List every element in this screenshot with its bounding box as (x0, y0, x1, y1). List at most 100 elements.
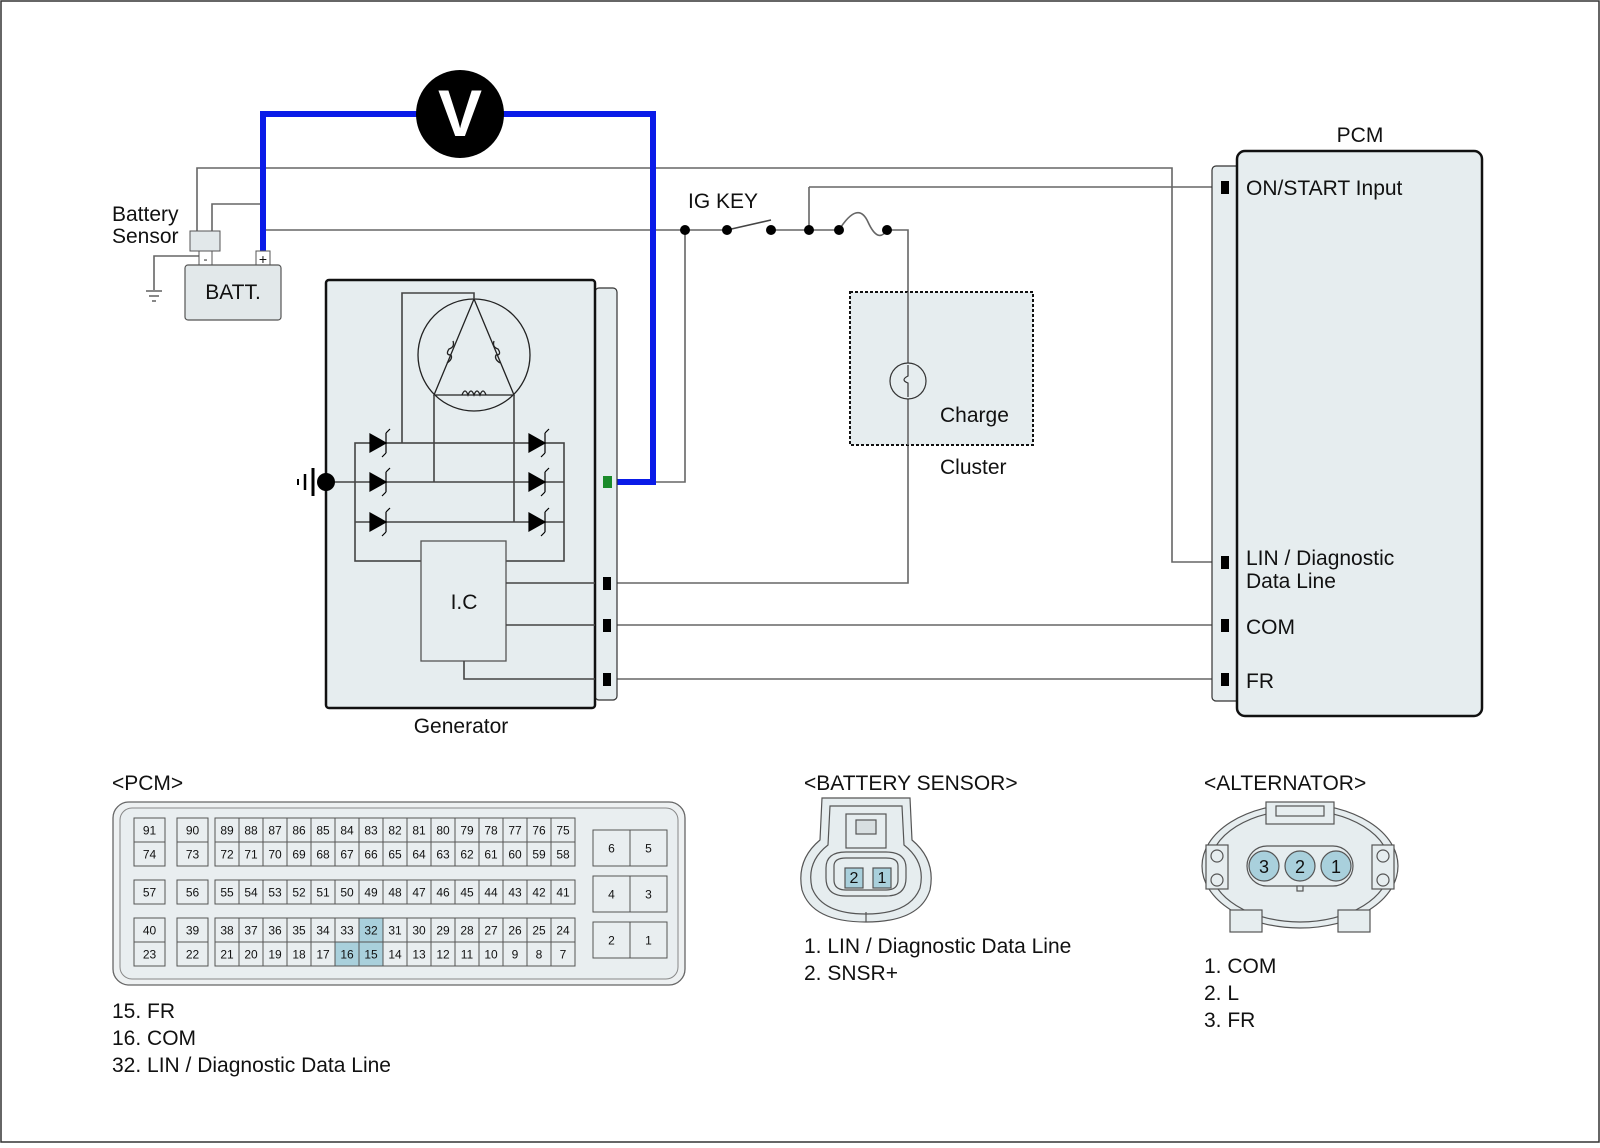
pcm-pin-label: 47 (412, 886, 426, 900)
wire-sensor-lin (196, 167, 1222, 563)
alternator-pin-2: 2 (1295, 857, 1305, 877)
pcm-pin-label: 22 (186, 948, 200, 962)
pcm-pin-57 (133, 879, 166, 905)
pcm-pin-label: 79 (460, 824, 474, 838)
pcm-pin-label: 62 (460, 848, 474, 862)
battery-sensor-pin-1: 1 (878, 870, 887, 887)
pcm-pin-label: 10 (484, 948, 498, 962)
charge-lamp-icon (889, 362, 927, 400)
pcm-pin-39 (176, 917, 209, 943)
pcm-pin-label: 16 (340, 948, 354, 962)
battery (184, 264, 282, 321)
pcm-pin-label: 45 (460, 886, 474, 900)
pcm-pin-33 (334, 917, 360, 943)
wire-sensor-bplus (211, 203, 263, 232)
cluster-label: Cluster (940, 456, 1007, 479)
pcm-pin-82 (382, 817, 408, 843)
pcm-pin-label: 39 (186, 924, 200, 938)
alternator-connector-title: <ALTERNATOR> (1204, 772, 1366, 795)
pcm-pin-label: 78 (484, 824, 498, 838)
battery-sensor-legend-1: 1. LIN / Diagnostic Data Line (804, 935, 1071, 958)
alternator-connector (1201, 801, 1399, 933)
pcm-pin-73 (176, 841, 209, 867)
pcm-pin-10 (478, 941, 504, 967)
pcm-pin-38 (214, 917, 240, 943)
pcm-pin-label: 52 (292, 886, 306, 900)
pcm-pin-label: 58 (556, 848, 570, 862)
pcm-pin-label: 67 (340, 848, 354, 862)
generator-com-terminal (603, 619, 611, 632)
pcm-pin-2 (592, 921, 631, 959)
pcm-pin-label: 36 (268, 924, 282, 938)
pcm-pin-22 (176, 941, 209, 967)
pcm-pin-17 (310, 941, 336, 967)
pcm-pin-25 (526, 917, 552, 943)
pcm-pin-label: 66 (364, 848, 378, 862)
pcm-pin-59 (526, 841, 552, 867)
wire-ground (153, 255, 205, 290)
pcm-pin-label: 84 (340, 824, 354, 838)
pcm-com-terminal (1221, 619, 1229, 632)
pcm-pin-36 (262, 917, 288, 943)
pcm-terminal-com: COM (1246, 616, 1295, 639)
alternator-pin-1: 1 (1331, 857, 1341, 877)
pcm-terminal-on-start: ON/START Input (1246, 177, 1403, 200)
pcm-pin-18 (286, 941, 312, 967)
pcm-pin-label: 64 (412, 848, 426, 862)
generator-label: Generator (414, 715, 509, 738)
wires (153, 167, 1222, 680)
pcm-pin-16 (334, 941, 360, 967)
pcm-pin-7 (550, 941, 576, 967)
pcm-pin-label: 18 (292, 948, 306, 962)
pcm-pin-label: 85 (316, 824, 330, 838)
ic-label: I.C (451, 591, 478, 614)
pcm-pin-label: 26 (508, 924, 522, 938)
pcm-pin-24 (550, 917, 576, 943)
pcm-pin-14 (382, 941, 408, 967)
pcm-pin-58 (550, 841, 576, 867)
pcm-pin-4 (592, 875, 631, 913)
pcm-pin-label: 3 (645, 888, 652, 902)
pcm-pin-48 (382, 879, 408, 905)
generator-connector-housing (594, 287, 618, 701)
pcm-pin-42 (526, 879, 552, 905)
pcm-connector-title: <PCM> (112, 772, 183, 795)
pcm-pin-77 (502, 817, 528, 843)
pcm-on-start-terminal (1221, 181, 1229, 194)
pcm-pin-label: 2 (608, 934, 615, 948)
cluster-box (849, 291, 1034, 446)
pcm-pin-label: 49 (364, 886, 378, 900)
pcm-pin-61 (478, 841, 504, 867)
pcm-pin-label: 35 (292, 924, 306, 938)
pcm-pin-81 (406, 817, 432, 843)
pcm-pin-label: 88 (244, 824, 258, 838)
pcm-lin-terminal (1221, 556, 1229, 569)
pcm-pin-label: 41 (556, 886, 570, 900)
pcm-pin-label: 46 (436, 886, 450, 900)
ic-block (420, 540, 507, 662)
pcm-pin-label: 48 (388, 886, 402, 900)
pcm-pin-label: 63 (436, 848, 450, 862)
alternator-legend-3: 3. FR (1204, 1009, 1255, 1032)
pcm-pin-label: 86 (292, 824, 306, 838)
pcm-pin-label: 90 (186, 824, 200, 838)
pcm-pin-label: 65 (388, 848, 402, 862)
ic-wiring (463, 582, 595, 680)
pcm-pin-79 (454, 817, 480, 843)
pcm-pin-label: 75 (556, 824, 570, 838)
pcm-pin-13 (406, 941, 432, 967)
pcm-pin-label: 61 (484, 848, 498, 862)
generator-fr-terminal (603, 673, 611, 686)
pcm-pin-56 (176, 879, 209, 905)
pcm-pin-label: 56 (186, 886, 200, 900)
pcm-pin-label: 34 (316, 924, 330, 938)
pcm-pin-label: 82 (388, 824, 402, 838)
pcm-legend-2: 16. COM (112, 1027, 196, 1050)
pcm-pin-label: 70 (268, 848, 282, 862)
voltmeter-symbol: V (438, 76, 482, 150)
pcm-pin-65 (382, 841, 408, 867)
pcm-pin-19 (262, 941, 288, 967)
battery-sensor-connector-title: <BATTERY SENSOR> (804, 772, 1018, 795)
